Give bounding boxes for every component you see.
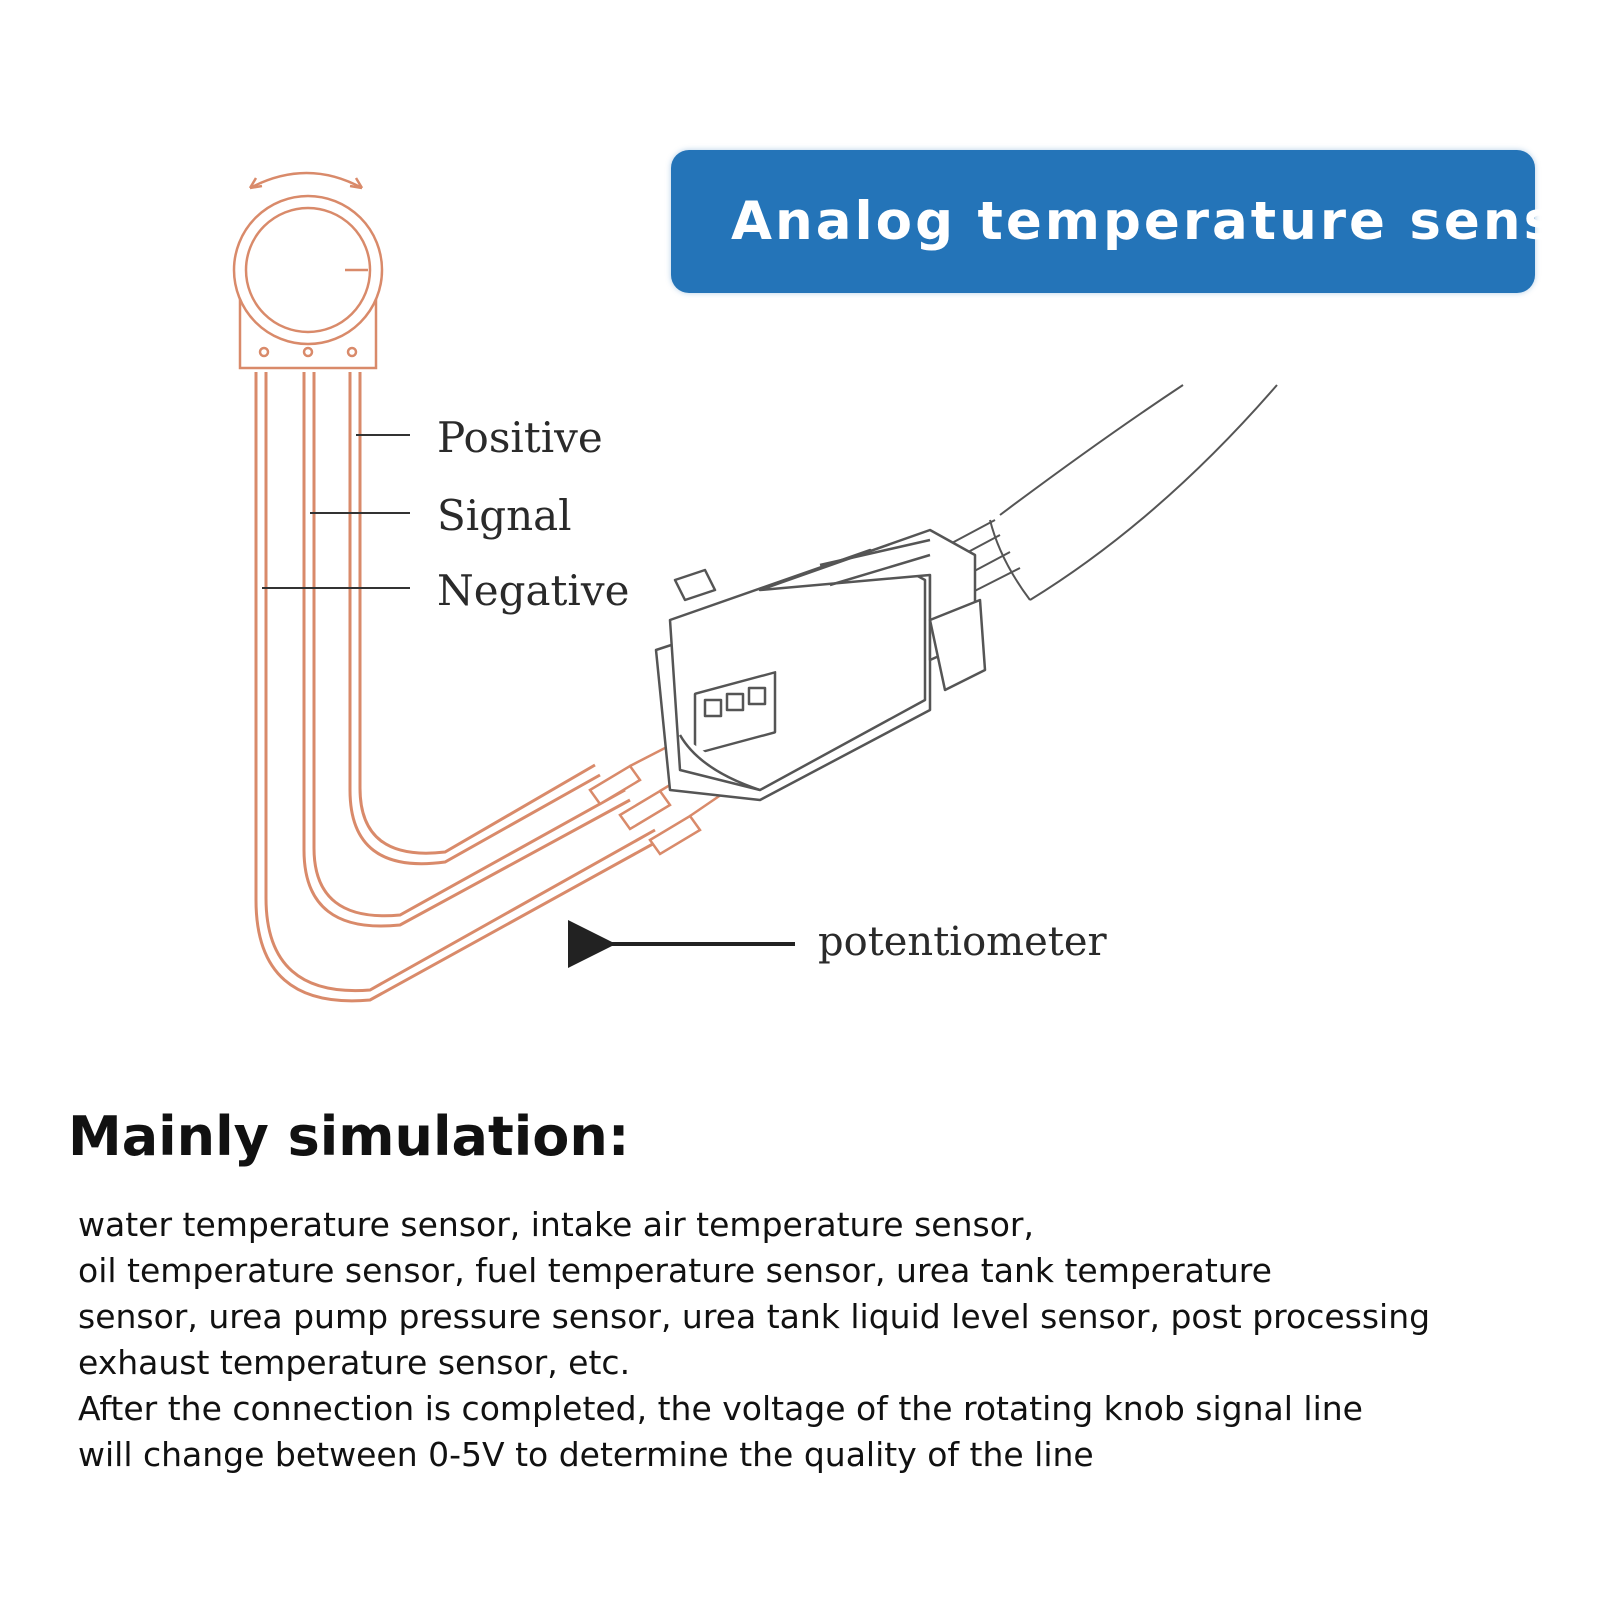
pin-label-negative: Negative [437,566,629,615]
pin-label-signal: Signal [437,491,572,540]
description-line: After the connection is completed, the v… [78,1389,1363,1428]
description-line: sensor, urea pump pressure sensor, urea … [78,1297,1431,1336]
banner-title: Analog temperature sensor [731,191,1601,252]
description-line: will change between 0-5V to determine th… [78,1435,1094,1474]
crimp-terminals [588,728,751,856]
pin-leader-lines [262,434,410,589]
potentiometer-label: potentiometer [818,919,1107,965]
potentiometer-knob-icon [232,194,384,370]
rotation-arrow-icon [248,171,364,190]
description-text: water temperature sensor, intake air tem… [78,1202,1568,1478]
connector-housing-icon [654,528,987,802]
potentiometer-wiring-diagram: Positive Signal Negative potentiometer [232,171,1278,1003]
description-line: water temperature sensor, intake air tem… [78,1205,1034,1244]
description-line: exhaust temperature sensor, etc. [78,1343,631,1382]
section-heading: Mainly simulation: [68,1105,630,1168]
title-banner: Analog temperature sensor [671,150,1601,293]
sensor-wires [254,372,661,1003]
pin-label-positive: Positive [437,413,603,462]
description-line: oil temperature sensor, fuel temperature… [78,1251,1272,1290]
